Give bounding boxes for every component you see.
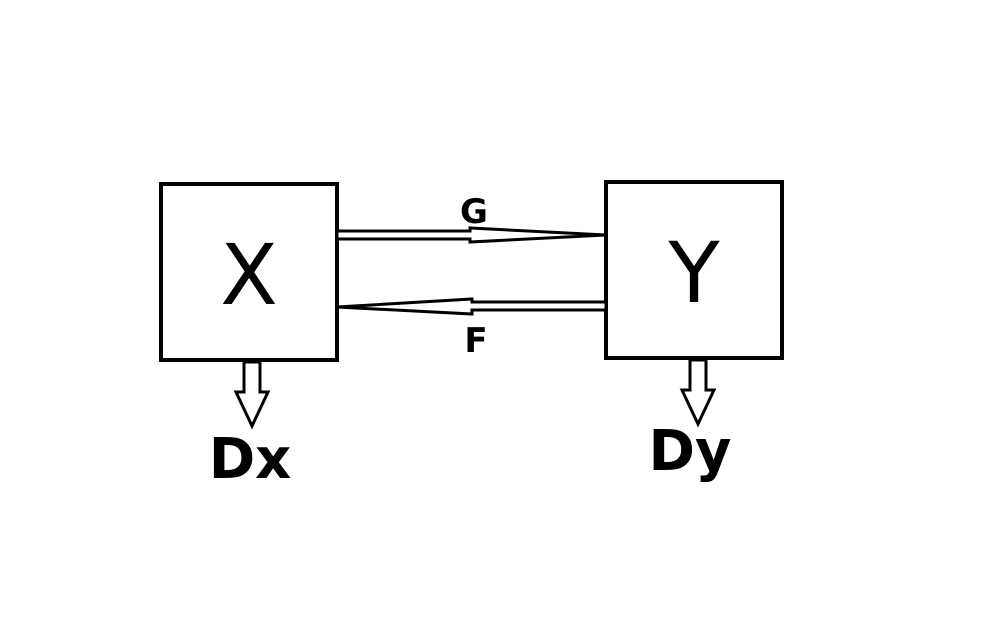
arrow-g-label: G (460, 192, 488, 232)
box-x-label: X (220, 226, 278, 324)
box-x (159, 182, 339, 362)
box-y-label: Y (667, 224, 720, 322)
arrow-f-label: F (464, 321, 487, 361)
output-arrow-dy (679, 358, 717, 428)
arrow-f: F (336, 297, 608, 361)
arrow-f-shape (336, 297, 608, 316)
box-y (604, 180, 784, 360)
output-arrow-dx (233, 360, 271, 430)
arrow-g-shape (335, 226, 607, 244)
arrow-g: G (335, 192, 607, 244)
output-label-dy: Dy (649, 419, 732, 484)
output-label-dx: Dx (209, 427, 292, 492)
